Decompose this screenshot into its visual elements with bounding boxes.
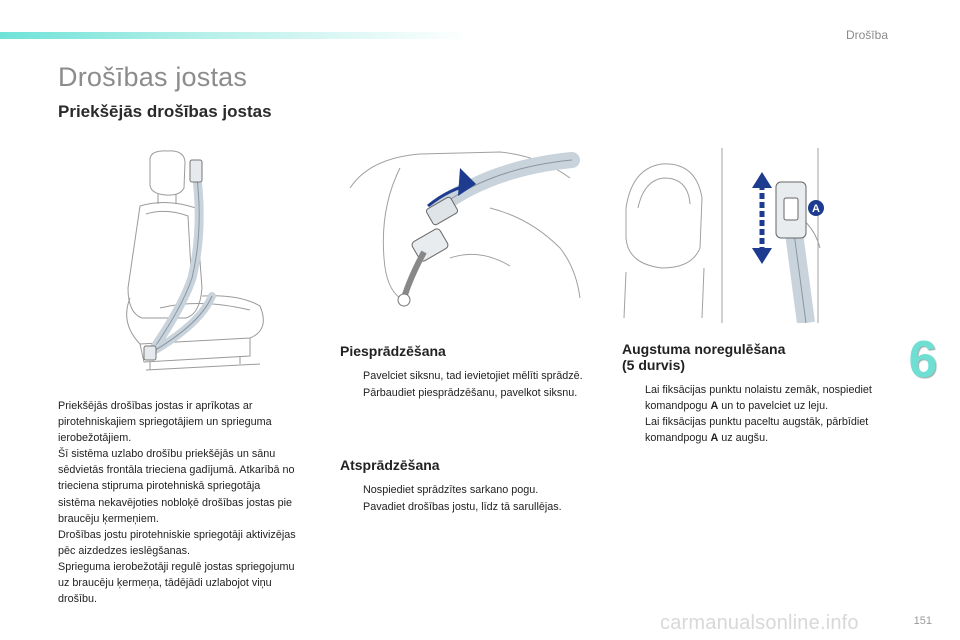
list-item: Pārbaudiet piesprādzēšanu, pavelkot siks… <box>363 386 578 399</box>
height-adjust-illustration: A <box>622 148 832 323</box>
list-item: Pavadiet drošības jostu, līdz tā sarullē… <box>363 500 562 513</box>
height-adjust-section: Augstuma noregulēšana (5 durvis) Lai fik… <box>622 341 892 447</box>
list-item: Pavelciet siksnu, tad ievietojiet mēlīti… <box>363 370 583 382</box>
height-adjust-heading: Augstuma noregulēšana (5 durvis) <box>622 341 786 373</box>
list-item: Lai fiksācijas punktu paceltu augstāk, p… <box>645 416 869 444</box>
button-a-label: A <box>812 203 820 215</box>
section-name: Drošība <box>845 28 888 42</box>
unfastening-list: Nospiediet sprādzītes sarkano pogu. Pava… <box>340 483 610 515</box>
intro-text: Priekšējās drošības jostas ir aprīkotas … <box>58 398 298 607</box>
intro-paragraph: Šī sistēma uzlabo drošību priekšējās un … <box>58 448 295 525</box>
page-number: 151 <box>913 615 932 627</box>
fastening-heading: Piesprādzēšana <box>340 343 446 359</box>
intro-paragraph: Drošības jostu pirotehniskie spriegotāji… <box>58 528 296 557</box>
header-accent-bar <box>0 32 470 39</box>
page-subtitle: Priekšējās drošības jostas <box>58 102 272 121</box>
unfastening-section: Atsprādzēšana Nospiediet sprādzītes sark… <box>340 457 610 516</box>
seat-drawing <box>126 150 264 371</box>
height-adjust-drawing: A <box>623 148 824 323</box>
fastening-section: Piesprādzēšana Pavelciet siksnu, tad iev… <box>340 343 610 402</box>
list-item: Lai fiksācijas punktu nolaistu zemāk, no… <box>645 384 872 412</box>
list-item: Nospiediet sprādzītes sarkano pogu. <box>363 484 539 496</box>
page-title: Drošības jostas <box>58 62 248 92</box>
intro-paragraph: Sprieguma ierobežotāji regulē jostas spr… <box>58 560 295 606</box>
buckle-illustration <box>340 148 590 318</box>
seat-belt-illustration <box>100 148 290 388</box>
height-adjust-list: Lai fiksācijas punktu nolaistu zemāk, no… <box>622 383 892 446</box>
chapter-tab: 6 <box>908 331 938 389</box>
fastening-list: Pavelciet siksnu, tad ievietojiet mēlīti… <box>340 369 610 401</box>
unfastening-heading: Atsprādzēšana <box>340 457 440 473</box>
buckle-drawing <box>349 151 581 307</box>
watermark: carmanualsonline.info <box>660 612 859 634</box>
intro-paragraph: Priekšējās drošības jostas ir aprīkotas … <box>58 400 272 445</box>
